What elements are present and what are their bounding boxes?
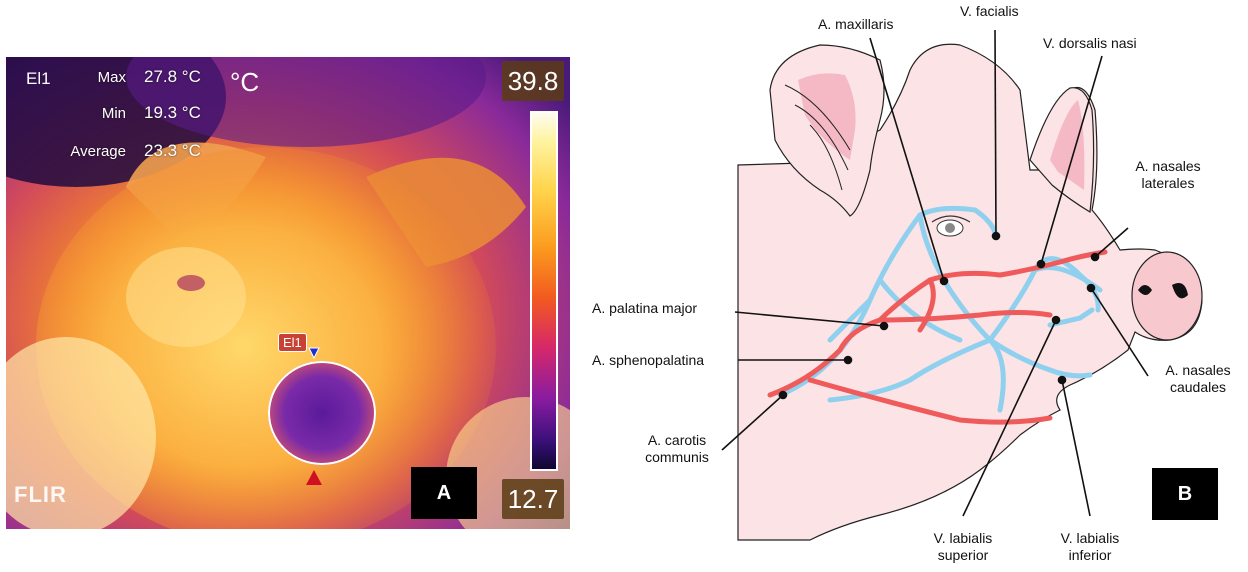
stat-label-average: Average [70, 143, 126, 160]
scale-min-value: 12.7 [502, 479, 564, 519]
label-line: A. nasales [1135, 158, 1201, 174]
label-line: laterales [1141, 175, 1195, 191]
leader-lines [721, 29, 1149, 517]
roi-name: El1 [26, 69, 51, 88]
label-line: caudales [1169, 379, 1227, 395]
thermal-image-panel: El1 Max 27.8 °C Min 19.3 °C Average 23.3… [6, 57, 570, 529]
label-v-dorsalis-nasi: V. dorsalis nasi [1043, 35, 1137, 51]
label-line: V. labialis [1060, 530, 1120, 546]
arteries [767, 249, 1108, 425]
label-a-palatina-major: A. palatina major [592, 300, 698, 316]
scale-max-value: 39.8 [502, 61, 564, 101]
label-a-maxillaris: A. maxillaris [818, 16, 894, 32]
roi-tag: El1 [278, 333, 307, 352]
stat-label-min: Min [101, 105, 126, 122]
flir-logo: FLIR [14, 482, 67, 507]
label-v-labialis-inferior: V. labialis inferior [1045, 530, 1135, 564]
panel-label-b: B [1152, 468, 1218, 520]
anatomy-diagram-panel: A. maxillaris V. facialis V. dorsalis na… [580, 0, 1248, 572]
label-a-nasales-caudales: A. nasales caudales [1158, 362, 1238, 396]
panel-label-a: A [411, 467, 477, 519]
temperature-unit: °C [230, 67, 260, 97]
thermal-image [6, 57, 570, 529]
color-scale-bar [530, 111, 558, 471]
label-line: A. nasales [1165, 362, 1231, 378]
stat-value-min: 19.3 °C [144, 103, 201, 122]
label-line: A. carotis [647, 432, 707, 448]
label-v-labialis-superior: V. labialis superior [918, 530, 1008, 564]
stat-value-average: 23.3 °C [144, 141, 201, 160]
label-line: superior [937, 547, 989, 563]
pig-head-diagram [721, 29, 1203, 541]
label-a-sphenopalatina: A. sphenopalatina [592, 352, 705, 368]
label-v-facialis: V. facialis [960, 3, 1019, 19]
label-a-nasales-laterales: A. nasales laterales [1128, 158, 1208, 192]
label-a-carotis-communis: A. carotis communis [632, 432, 722, 466]
snout [1131, 251, 1203, 341]
stat-value-max: 27.8 °C [144, 67, 201, 86]
stat-label-max: Max [97, 69, 126, 86]
label-line: communis [645, 449, 709, 465]
label-line: V. labialis [933, 530, 993, 546]
label-line: inferior [1068, 547, 1112, 563]
